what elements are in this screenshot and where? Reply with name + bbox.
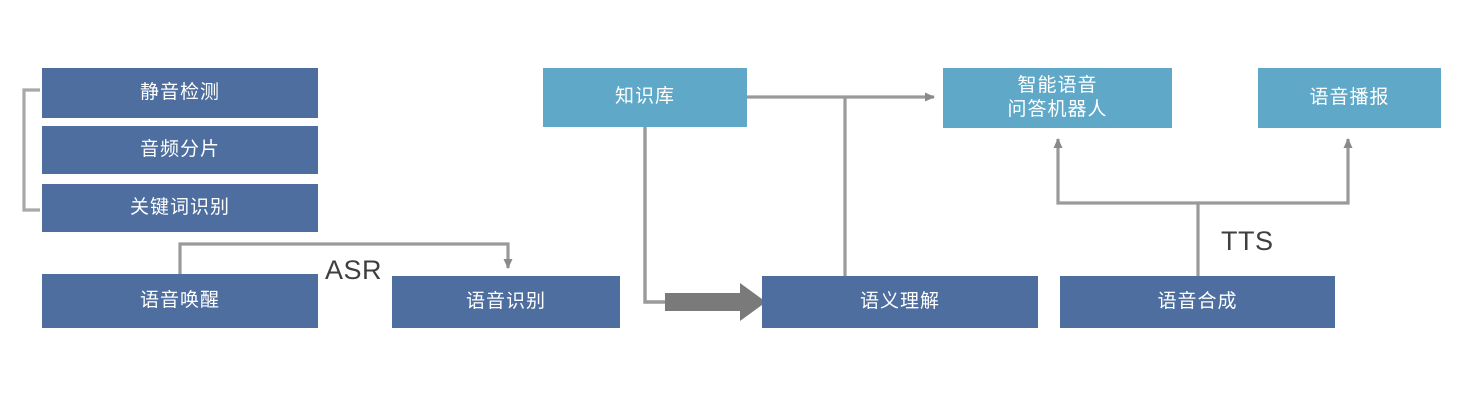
node-label: 语音播报	[1309, 86, 1390, 108]
edge-label-asr: ASR	[325, 255, 383, 285]
node-voice-wakeup[interactable]: 语音唤醒	[42, 274, 318, 328]
connector-kb-to-semantic-feed	[643, 127, 672, 304]
node-keyword-spotting[interactable]: 关键词识别	[42, 184, 318, 232]
node-voice-broadcast[interactable]: 语音播报	[1258, 68, 1441, 128]
edge-label-tts: TTS	[1221, 226, 1274, 256]
node-audio-segmentation[interactable]: 音频分片	[42, 126, 318, 174]
node-silence-detection[interactable]: 静音检测	[42, 68, 318, 118]
node-label: 关键词识别	[129, 196, 230, 218]
node-label: 知识库	[614, 86, 675, 108]
node-knowledge-base[interactable]: 知识库	[543, 68, 747, 127]
node-speech-synthesis[interactable]: 语音合成	[1060, 276, 1335, 328]
connector-block-arrow-to-semantic	[665, 283, 766, 321]
node-speech-recognition[interactable]: 语音识别	[392, 276, 620, 328]
connector-tts-trunk	[1053, 138, 1353, 276]
node-label: 静音检测	[139, 81, 220, 103]
node-qa-robot[interactable]: 智能语音 问答机器人	[943, 68, 1172, 128]
node-label: 语音识别	[465, 290, 546, 312]
node-label: 音频分片	[139, 138, 220, 160]
preprocessing-group-bracket	[22, 88, 40, 212]
connector-wakeup-to-recognition	[178, 242, 513, 274]
node-label: 智能语音 问答机器人	[1007, 74, 1108, 120]
node-label: 语音唤醒	[139, 289, 220, 311]
node-label: 语义理解	[859, 290, 940, 312]
node-label: 语音合成	[1157, 290, 1238, 312]
node-semantic-understanding[interactable]: 语义理解	[762, 276, 1038, 328]
